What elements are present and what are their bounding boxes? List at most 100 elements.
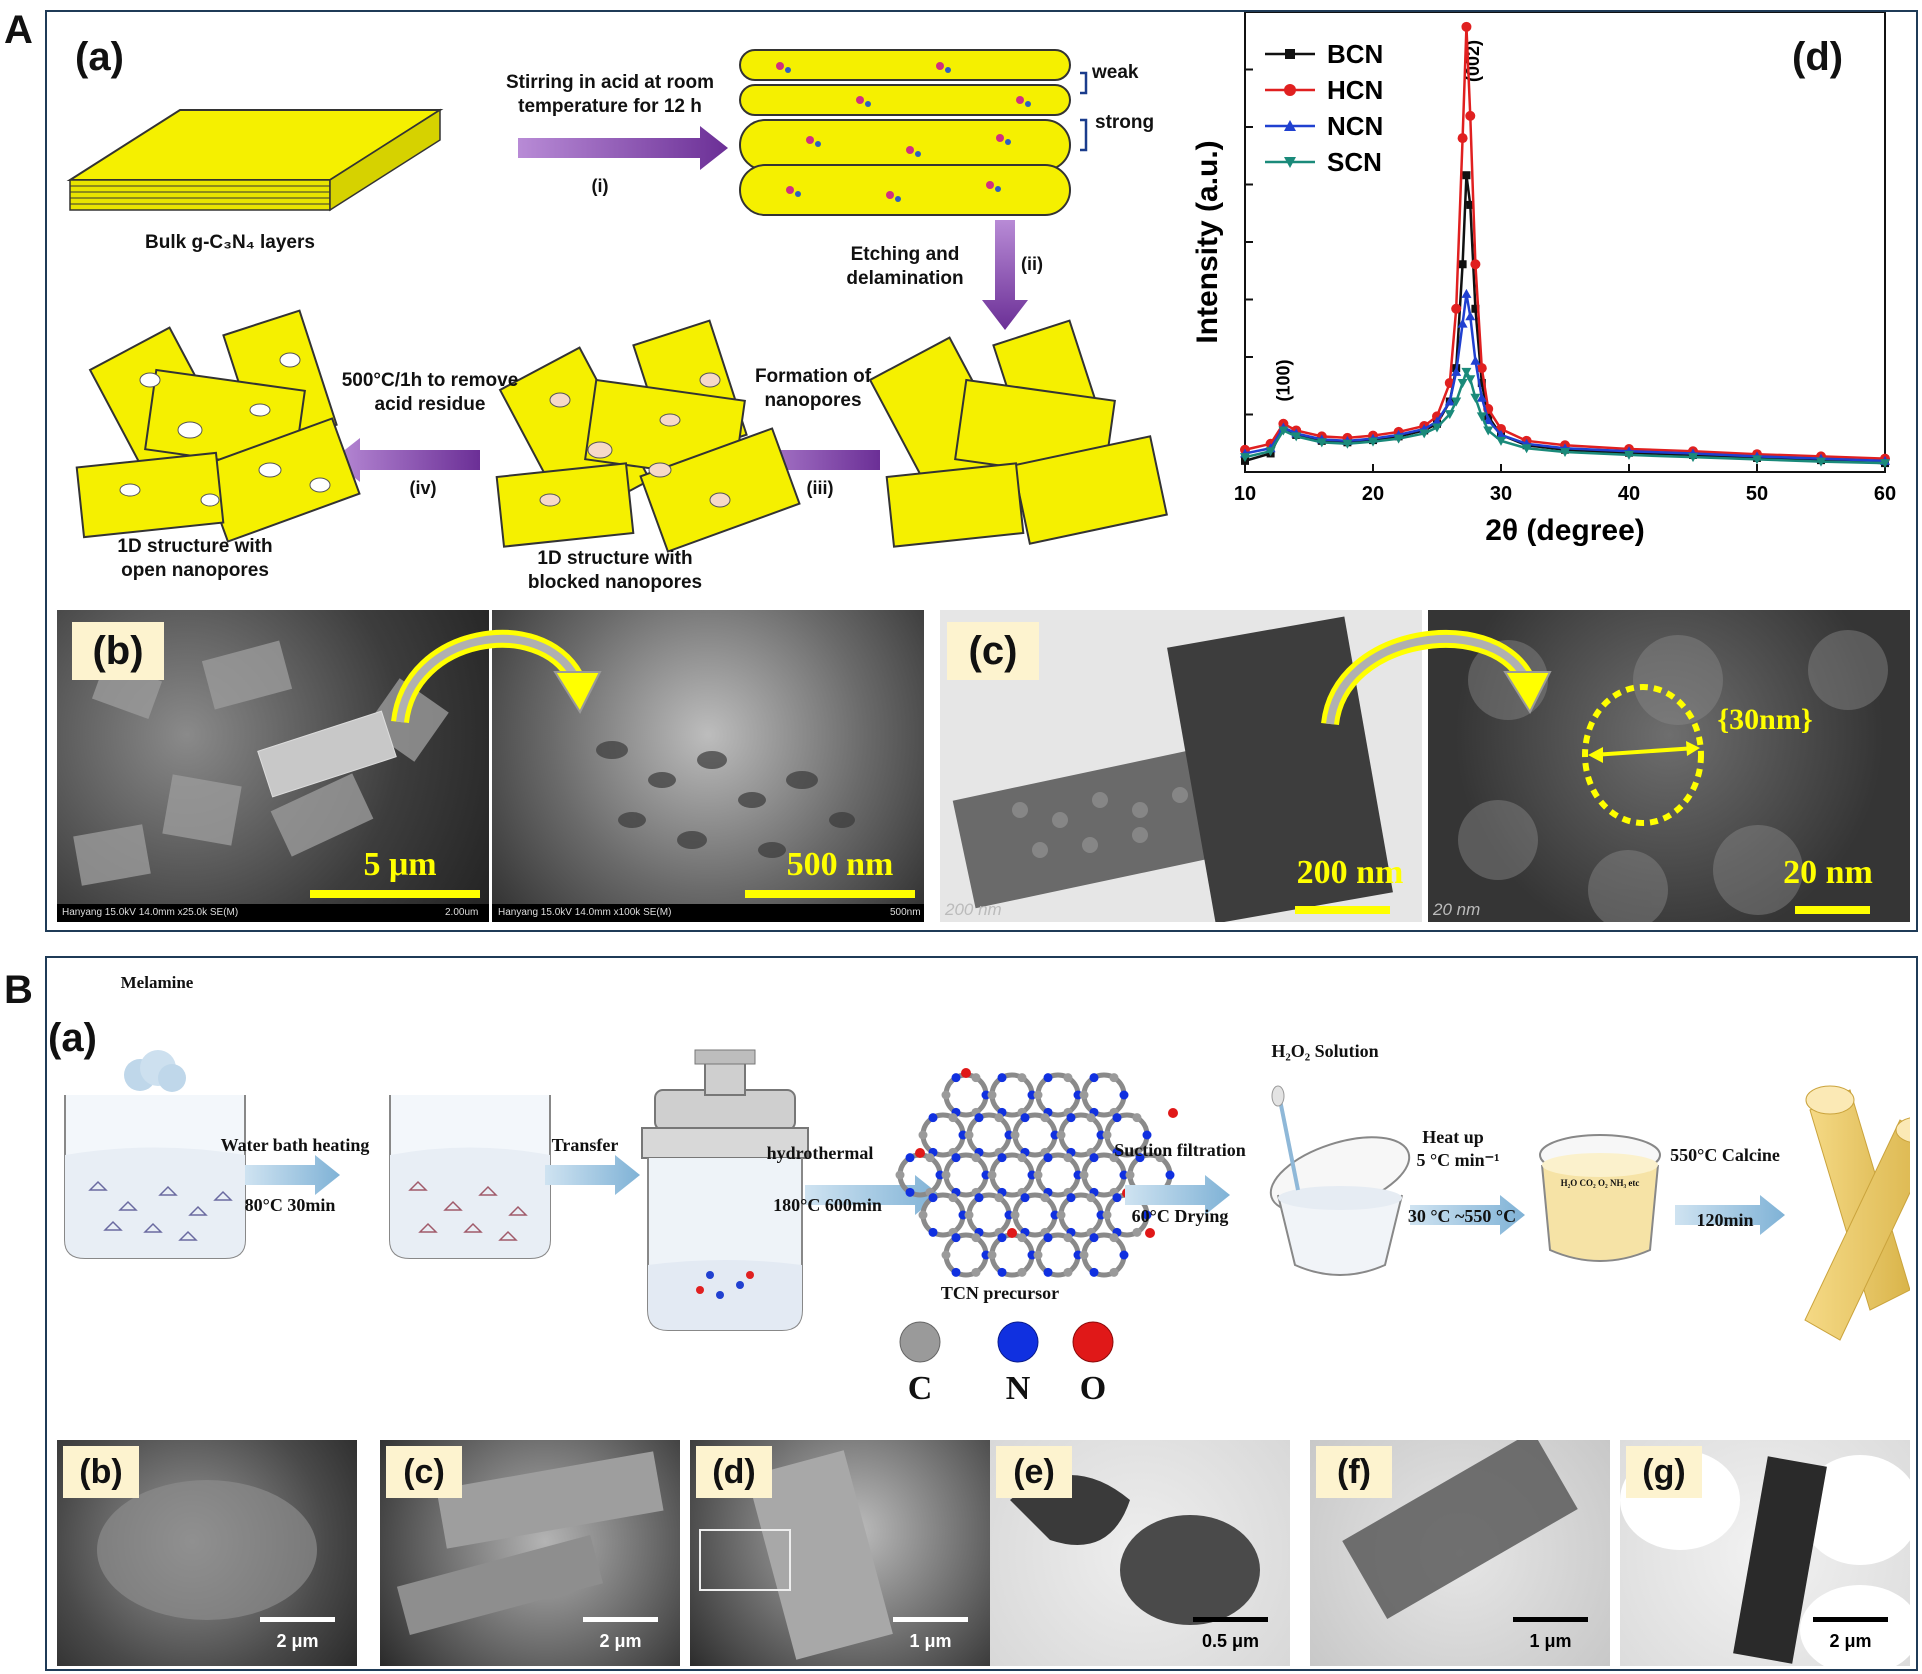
- tcn-atom: [1043, 1233, 1053, 1243]
- tcn-ring: [966, 1112, 1012, 1158]
- legend-N: N: [1005, 1370, 1031, 1407]
- tcn-atom: [1102, 1130, 1112, 1140]
- tem-caption-Ac-right: 20 nm: [1433, 900, 1481, 919]
- step-iv-text-2: acid residue: [374, 394, 486, 415]
- tcn-ring: [1035, 1152, 1081, 1198]
- beaker-2: [389, 1095, 551, 1259]
- point-SCN: [1752, 455, 1762, 465]
- x-tick-label: 50: [1746, 483, 1768, 505]
- beaker-1: [64, 1095, 246, 1259]
- tcn-atom: [964, 1210, 974, 1220]
- tcn-atom: [971, 1267, 981, 1277]
- step-iii-label: (iii): [806, 478, 834, 498]
- tcn-atom: [974, 1193, 984, 1203]
- point-BCN: [1462, 171, 1471, 180]
- point-NCN: [1457, 318, 1468, 328]
- tcn-atom: [994, 1113, 1004, 1123]
- tcn-atom: [1155, 1153, 1165, 1163]
- tcn-atom: [905, 1187, 915, 1197]
- tcn-atom: [1089, 1073, 1099, 1083]
- hydrothermal-cond: 180°C 600min: [773, 1195, 882, 1215]
- tcn-atom: [1079, 1250, 1089, 1260]
- transfer-label: Transfer: [551, 1135, 619, 1155]
- tcn-ring: [1035, 1232, 1081, 1278]
- tcn-oxygen: [1007, 1228, 1017, 1238]
- tcn-atom: [971, 1073, 981, 1083]
- step-ii-label: (ii): [1021, 254, 1043, 274]
- point-HCN: [1461, 21, 1472, 32]
- sem-image-Ab-left: [57, 610, 489, 922]
- tcn-oxygen: [915, 1148, 925, 1158]
- panel-Ac-label: (c): [947, 622, 1039, 680]
- scale-label: 2 μm: [599, 1631, 642, 1651]
- tcn-atom: [1132, 1227, 1142, 1237]
- tcn-atom: [928, 1193, 938, 1203]
- micrograph-texture: [1010, 1475, 1260, 1625]
- point-SCN: [1291, 432, 1302, 442]
- tcn-atom: [1063, 1073, 1073, 1083]
- tcn-ring: [1035, 1072, 1081, 1118]
- tcn-atom: [1102, 1210, 1112, 1220]
- scale-bar-Ac-right: [1795, 906, 1870, 914]
- point-SCN: [1240, 453, 1250, 463]
- tcn-atom: [1063, 1267, 1073, 1277]
- point-BCN: [1471, 304, 1480, 313]
- point-SCN: [1688, 453, 1698, 463]
- tcn-ring: [989, 1152, 1035, 1198]
- tcn-atom: [948, 1193, 958, 1203]
- micrograph-texture: [699, 1450, 893, 1660]
- scale-bar: [583, 1617, 658, 1622]
- point-SCN: [1461, 367, 1472, 377]
- point-NCN: [1470, 355, 1481, 365]
- scale-label: 0.5 μm: [1201, 1631, 1260, 1651]
- micrograph-texture: [1342, 1440, 1578, 1619]
- scale-bar: [893, 1617, 968, 1622]
- scale-text-Ac-left: 200 nm: [1296, 854, 1404, 891]
- tcn-ring: [1081, 1232, 1127, 1278]
- tcn-atom: [1112, 1113, 1122, 1123]
- point-BCN: [1466, 200, 1475, 209]
- tcn-atom: [928, 1113, 938, 1123]
- tcn-atom: [1132, 1113, 1142, 1123]
- scale-bar-Ab-right: [745, 890, 915, 898]
- sem-caption-Ab-right-scale: 500nm: [890, 907, 921, 918]
- tcn-atom: [1066, 1113, 1076, 1123]
- step-ii-text-2: delamination: [846, 268, 964, 289]
- zoom-arrow-Ab: [391, 629, 602, 724]
- legend-label-HCN: HCN: [1327, 75, 1383, 105]
- point-SCN: [1432, 423, 1442, 433]
- tcn-ring: [1081, 1152, 1127, 1198]
- tcn-atom: [1017, 1153, 1027, 1163]
- tcn-atom: [1109, 1073, 1119, 1083]
- weak-label: weak: [1092, 62, 1139, 83]
- scale-label: 1 μm: [909, 1631, 952, 1651]
- tcn-atom: [1109, 1267, 1119, 1277]
- tcn-atom: [1010, 1130, 1020, 1140]
- step-ii-text-1: Etching and: [850, 244, 960, 265]
- tcn-atom: [951, 1073, 961, 1083]
- micrograph-texture: [97, 1480, 317, 1620]
- point-SCN: [1560, 447, 1570, 457]
- tcn-ring: [989, 1072, 1035, 1118]
- scale-label: 2 μm: [1829, 1631, 1872, 1651]
- tcn-atom: [974, 1113, 984, 1123]
- tcn-atom: [1017, 1073, 1027, 1083]
- point-HCN: [1470, 259, 1481, 270]
- x-tick-label: 10: [1234, 483, 1256, 505]
- point-SCN: [1368, 437, 1378, 447]
- point-BCN: [1458, 260, 1467, 269]
- tcn-atom: [1056, 1210, 1066, 1220]
- arrow-hydrothermal: [805, 1175, 940, 1215]
- legend-marker-NCN: [1284, 120, 1296, 131]
- tcn-ring: [1012, 1112, 1058, 1158]
- melamine-cloud: [124, 1050, 186, 1092]
- step-i-text-2: temperature for 12 h: [518, 96, 702, 117]
- point-SCN: [1342, 439, 1353, 449]
- tcn-atom: [1056, 1130, 1066, 1140]
- tcn-ring: [1058, 1192, 1104, 1238]
- tcn-atom: [918, 1210, 928, 1220]
- tcn-ring: [920, 1192, 966, 1238]
- tcn-ring: [966, 1192, 1012, 1238]
- tcn-atom: [1020, 1193, 1030, 1203]
- tcn-atom: [925, 1153, 935, 1163]
